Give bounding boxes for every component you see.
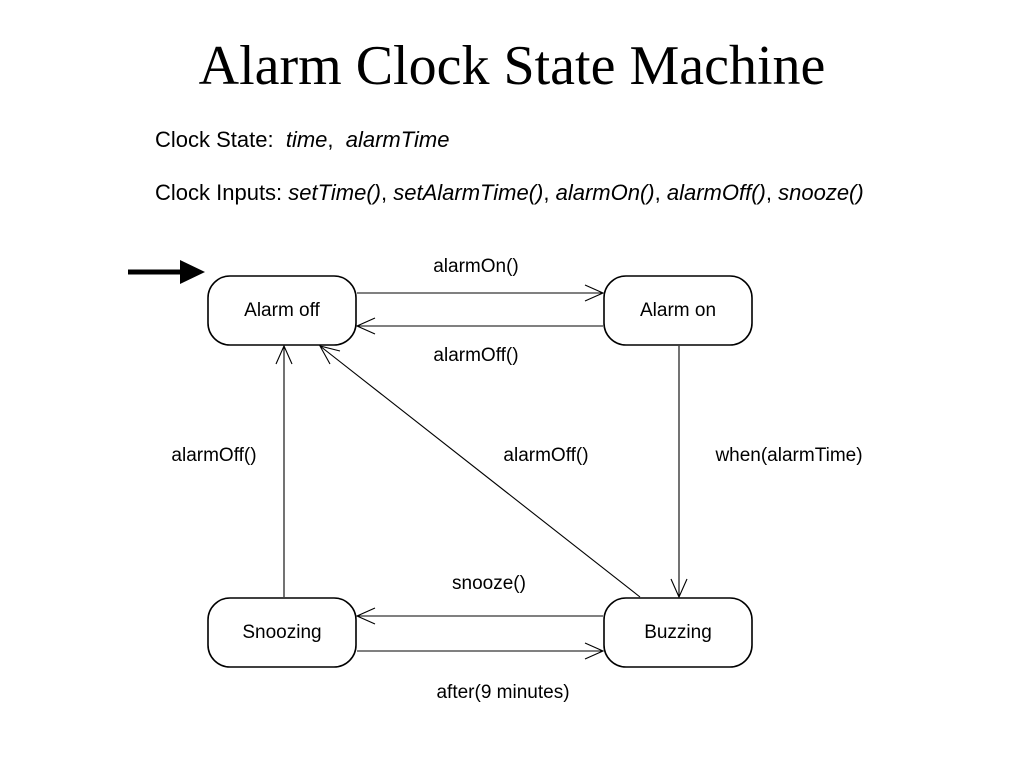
input-setalarmtime: setAlarmTime() — [393, 180, 544, 205]
state-buzzing: Buzzing — [603, 597, 753, 668]
label-on-to-off: alarmOff() — [433, 345, 518, 366]
label-buzzing-to-snoozing: snooze() — [452, 573, 526, 594]
clock-state-label: Clock State: — [155, 127, 274, 152]
clock-inputs-line: Clock Inputs: setTime(), setAlarmTime(),… — [155, 180, 864, 205]
page-title: Alarm Clock State Machine — [198, 35, 826, 97]
transition-snoozing-to-off — [275, 344, 293, 597]
input-alarmon: alarmOn() — [555, 180, 655, 205]
clock-state-item-time: time — [285, 127, 328, 152]
state-alarm-on-label: Alarm on — [640, 300, 716, 321]
state-alarm-off: Alarm off — [207, 275, 357, 346]
transition-buzzing-to-snoozing — [355, 607, 603, 625]
label-on-to-buzzing: when(alarmTime) — [714, 445, 862, 466]
clock-inputs-label: Clock Inputs: — [155, 180, 283, 205]
state-alarm-on: Alarm on — [603, 275, 753, 346]
label-off-to-on: alarmOn() — [433, 256, 519, 277]
input-settime: setTime() — [288, 180, 381, 205]
transition-on-to-off — [355, 317, 603, 335]
state-alarm-off-label: Alarm off — [244, 300, 320, 321]
label-snoozing-to-buzzing: after(9 minutes) — [436, 682, 569, 703]
clock-state-line: Clock State: time, alarmTime — [155, 127, 450, 152]
transition-buzzing-to-off — [318, 345, 641, 598]
label-buzzing-to-off: alarmOff() — [503, 445, 588, 466]
transition-snoozing-to-buzzing — [357, 642, 605, 660]
transition-off-to-on — [357, 284, 605, 302]
state-snoozing-label: Snoozing — [242, 622, 321, 643]
clock-state-item-alarmtime: alarmTime — [345, 127, 450, 152]
input-snooze: snooze() — [778, 180, 864, 205]
label-snoozing-to-off: alarmOff() — [171, 445, 256, 466]
input-alarmoff: alarmOff() — [666, 180, 766, 205]
transition-on-to-buzzing — [670, 346, 688, 599]
state-buzzing-label: Buzzing — [644, 622, 712, 643]
initial-state-arrow — [128, 260, 205, 284]
state-snoozing: Snoozing — [207, 597, 357, 668]
